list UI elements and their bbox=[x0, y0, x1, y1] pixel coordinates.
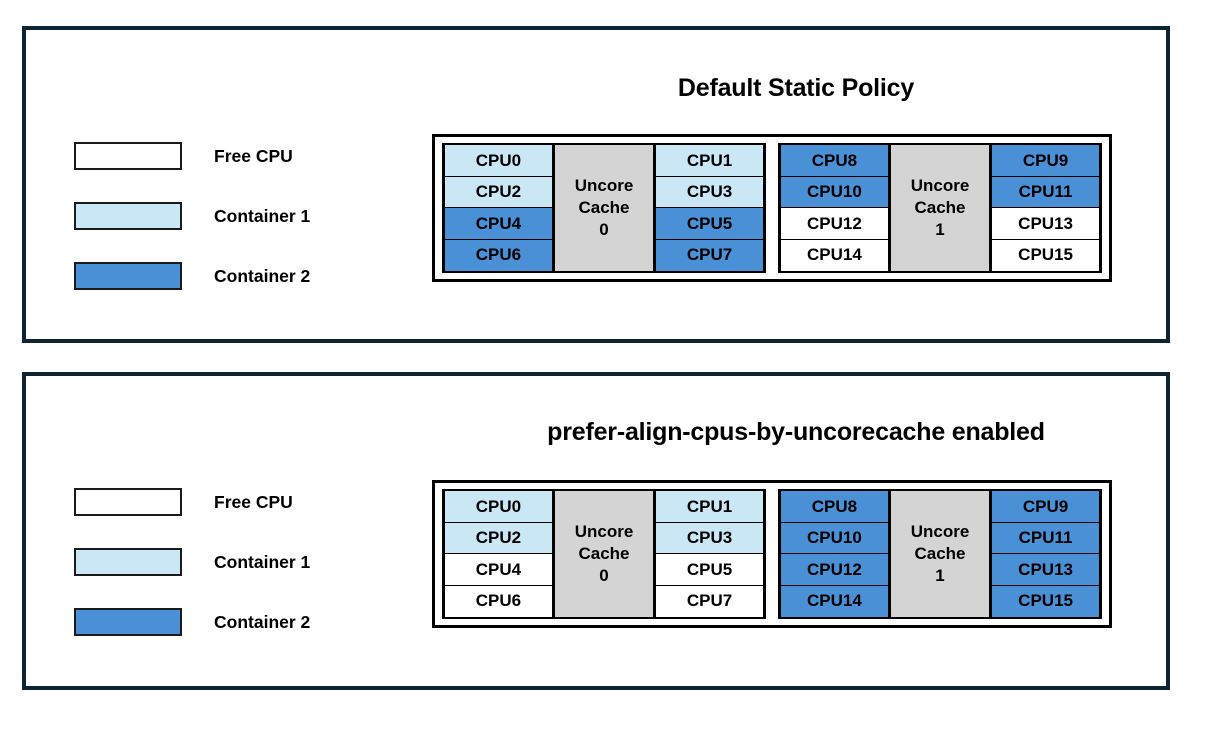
legend-label-container-1: Container 1 bbox=[214, 551, 311, 572]
cpu-cell: CPU12 bbox=[780, 553, 889, 587]
cpu-cell: CPU2 bbox=[444, 175, 553, 209]
cpu-cell: CPU11 bbox=[991, 521, 1100, 555]
uncore-cache-line-2: Cache bbox=[578, 198, 630, 218]
uncore-cache-line-1: Uncore bbox=[910, 522, 970, 542]
cpu-cell: CPU3 bbox=[655, 521, 764, 555]
cpu-cell: CPU10 bbox=[780, 521, 889, 555]
legend-label-container-2: Container 2 bbox=[214, 265, 311, 286]
cpu-cell: CPU8 bbox=[780, 144, 889, 178]
legend-swatch-free-cpu bbox=[74, 488, 182, 516]
legend-swatch-free-cpu bbox=[74, 142, 182, 170]
legend-label-container-2: Container 2 bbox=[214, 611, 311, 632]
uncore-cache-group-0: CPU0 CPU2 CPU4 CPU6 Uncore Cache 0 CPU1 … bbox=[442, 143, 766, 273]
uncore-cache-box: Uncore Cache 1 bbox=[888, 145, 992, 271]
legend-item-container-2: Container 2 bbox=[74, 592, 310, 652]
cpu-cell: CPU3 bbox=[655, 175, 764, 209]
diagram-panel-default-static-policy: Default Static Policy Free CPU Container… bbox=[22, 26, 1170, 343]
cpu-column-left: CPU8 CPU10 CPU12 CPU14 bbox=[780, 144, 889, 272]
page-title: Default Static Policy bbox=[677, 74, 915, 102]
uncore-cache-box: Uncore Cache 1 bbox=[888, 491, 992, 617]
cpu-column-right: CPU9 CPU11 CPU13 CPU15 bbox=[991, 490, 1100, 618]
cpu-cell: CPU8 bbox=[780, 490, 889, 524]
legend-swatch-container-2 bbox=[74, 262, 182, 290]
uncore-cache-group-0: CPU0 CPU2 CPU4 CPU6 Uncore Cache 0 CPU1 … bbox=[442, 489, 766, 619]
cpu-cell: CPU0 bbox=[444, 144, 553, 178]
cpu-column-left: CPU0 CPU2 CPU4 CPU6 bbox=[444, 490, 553, 618]
cpu-cell: CPU7 bbox=[655, 584, 764, 618]
uncore-cache-index: 0 bbox=[599, 565, 609, 585]
uncore-cache-line-2: Cache bbox=[914, 544, 966, 564]
cpu-cell: CPU11 bbox=[991, 175, 1100, 209]
legend-item-container-1: Container 1 bbox=[74, 186, 310, 246]
cpu-cell: CPU0 bbox=[444, 490, 553, 524]
cpu-column-left: CPU8 CPU10 CPU12 CPU14 bbox=[780, 490, 889, 618]
legend: Free CPU Container 1 Container 2 bbox=[74, 126, 310, 306]
cpu-column-right: CPU1 CPU3 CPU5 CPU7 bbox=[655, 490, 764, 618]
legend-swatch-container-1 bbox=[74, 548, 182, 576]
cpu-cell: CPU14 bbox=[780, 238, 889, 272]
uncore-cache-box: Uncore Cache 0 bbox=[552, 491, 656, 617]
uncore-cache-group-1: CPU8 CPU10 CPU12 CPU14 Uncore Cache 1 CP… bbox=[778, 489, 1102, 619]
uncore-cache-line-2: Cache bbox=[914, 198, 966, 218]
uncore-cache-line-1: Uncore bbox=[574, 176, 634, 196]
diagram-panel-prefer-align-cpus-by-uncorecache: prefer-align-cpus-by-uncorecache enabled… bbox=[22, 372, 1170, 690]
legend: Free CPU Container 1 Container 2 bbox=[74, 472, 310, 652]
cpu-cell: CPU9 bbox=[991, 490, 1100, 524]
cpu-cell: CPU5 bbox=[655, 207, 764, 241]
cpu-column-right: CPU1 CPU3 CPU5 CPU7 bbox=[655, 144, 764, 272]
cpu-cell: CPU9 bbox=[991, 144, 1100, 178]
uncore-cache-index: 1 bbox=[935, 219, 945, 239]
cpu-cell: CPU2 bbox=[444, 521, 553, 555]
legend-label-container-1: Container 1 bbox=[214, 205, 311, 226]
cpu-cell: CPU14 bbox=[780, 584, 889, 618]
cpu-cell: CPU15 bbox=[991, 238, 1100, 272]
legend-item-free-cpu: Free CPU bbox=[74, 126, 310, 186]
legend-swatch-container-1 bbox=[74, 202, 182, 230]
cpu-topology-diagram: CPU0 CPU2 CPU4 CPU6 Uncore Cache 0 CPU1 … bbox=[432, 134, 1112, 282]
cpu-cell: CPU6 bbox=[444, 238, 553, 272]
uncore-cache-line-1: Uncore bbox=[574, 522, 634, 542]
cpu-cell: CPU5 bbox=[655, 553, 764, 587]
cpu-cell: CPU1 bbox=[655, 144, 764, 178]
cpu-cell: CPU4 bbox=[444, 207, 553, 241]
legend-label-free-cpu: Free CPU bbox=[214, 491, 293, 512]
uncore-cache-group-1: CPU8 CPU10 CPU12 CPU14 Uncore Cache 1 CP… bbox=[778, 143, 1102, 273]
uncore-cache-index: 1 bbox=[935, 565, 945, 585]
legend-label-free-cpu: Free CPU bbox=[214, 145, 293, 166]
cpu-cell: CPU15 bbox=[991, 584, 1100, 618]
cpu-cell: CPU6 bbox=[444, 584, 553, 618]
cpu-column-left: CPU0 CPU2 CPU4 CPU6 bbox=[444, 144, 553, 272]
page-title: prefer-align-cpus-by-uncorecache enabled bbox=[547, 418, 1045, 446]
cpu-cell: CPU13 bbox=[991, 553, 1100, 587]
cpu-cell: CPU4 bbox=[444, 553, 553, 587]
legend-item-container-2: Container 2 bbox=[74, 246, 310, 306]
uncore-cache-line-2: Cache bbox=[578, 544, 630, 564]
legend-item-container-1: Container 1 bbox=[74, 532, 310, 592]
cpu-cell: CPU12 bbox=[780, 207, 889, 241]
cpu-cell: CPU13 bbox=[991, 207, 1100, 241]
uncore-cache-line-1: Uncore bbox=[910, 176, 970, 196]
cpu-topology-diagram: CPU0 CPU2 CPU4 CPU6 Uncore Cache 0 CPU1 … bbox=[432, 480, 1112, 628]
cpu-cell: CPU10 bbox=[780, 175, 889, 209]
cpu-column-right: CPU9 CPU11 CPU13 CPU15 bbox=[991, 144, 1100, 272]
cpu-cell: CPU7 bbox=[655, 238, 764, 272]
uncore-cache-box: Uncore Cache 0 bbox=[552, 145, 656, 271]
cpu-cell: CPU1 bbox=[655, 490, 764, 524]
legend-swatch-container-2 bbox=[74, 608, 182, 636]
legend-item-free-cpu: Free CPU bbox=[74, 472, 310, 532]
uncore-cache-index: 0 bbox=[599, 219, 609, 239]
